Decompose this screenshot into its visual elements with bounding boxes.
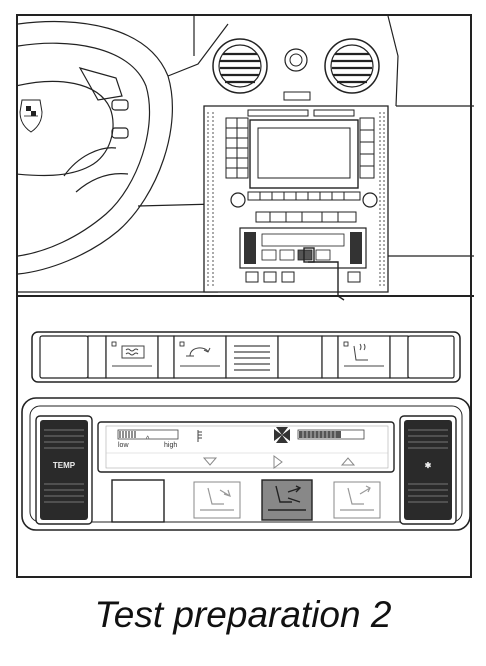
- illustration-frame: TEMP ✱: [16, 14, 474, 578]
- steering-wheel: [18, 20, 173, 275]
- high-label: high: [164, 442, 177, 449]
- grille: [234, 345, 270, 371]
- low-label: low: [118, 442, 129, 449]
- air-distribution-buttons: [111, 479, 381, 523]
- caption: Test preparation 2: [94, 594, 392, 635]
- temperature-bar: [117, 429, 179, 440]
- windshield-air-icon: [340, 485, 374, 511]
- dashboard-overview: [18, 16, 474, 301]
- seat-heater-icon: [344, 343, 384, 367]
- left-air-vent: [212, 38, 268, 94]
- hazard-button: [284, 48, 308, 72]
- temp-rocker-switch: TEMP: [35, 415, 93, 525]
- temp-label: TEMP: [53, 461, 76, 470]
- center-console: [203, 91, 389, 301]
- fan-icon: [274, 427, 290, 443]
- svg-text:^: ^: [146, 436, 150, 443]
- thermometer-icon: [197, 430, 202, 442]
- fan-rocker-switch: ✱: [399, 415, 457, 525]
- climate-display: low ^ high: [97, 421, 395, 473]
- upper-button-row: [31, 331, 461, 383]
- recirculation-icon: [180, 347, 220, 367]
- climate-control-panel: TEMP ✱: [21, 397, 471, 531]
- fan-icon-small: ✱: [425, 461, 432, 470]
- up-triangle-icon: [340, 457, 356, 466]
- right-air-vent: [324, 38, 380, 94]
- down-triangle-icon: [202, 457, 218, 466]
- footwell-air-icon: [200, 487, 234, 511]
- porsche-crest-icon: [19, 99, 43, 133]
- rear-defrost-icon: [112, 345, 152, 367]
- dashboard-illustration: TEMP ✱: [18, 16, 474, 531]
- right-triangle-icon: [273, 455, 283, 469]
- body-air-icon: [268, 485, 306, 511]
